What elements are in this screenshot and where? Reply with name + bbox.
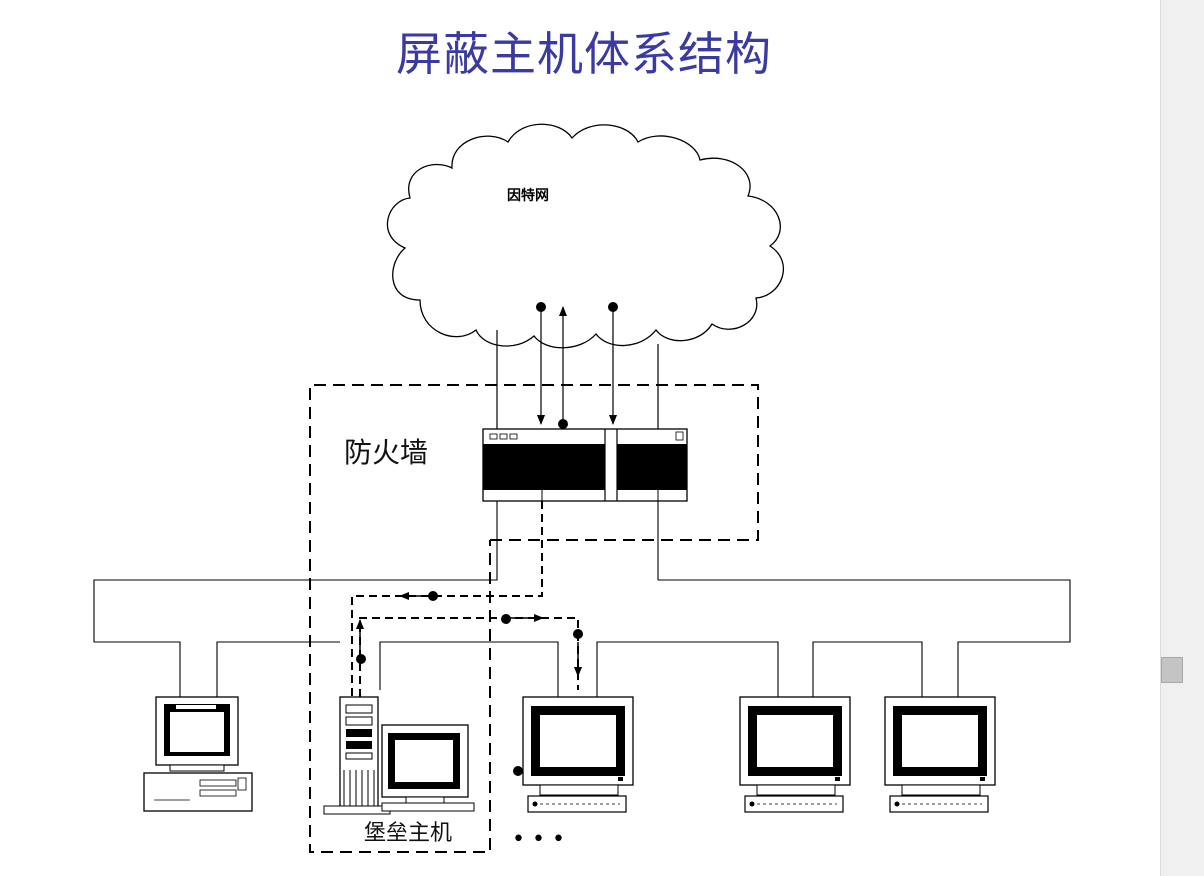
bastion-path <box>351 501 579 697</box>
bastion-path-arrows <box>356 592 582 677</box>
crt-monitor-icon <box>522 696 634 813</box>
bastion-host-label: 堡垒主机 <box>364 821 452 846</box>
lan-cabling <box>93 501 1071 697</box>
slide-canvas: 屏蔽主机体系结构 因特网 防火墙 <box>93 27 1071 853</box>
internet-cloud: 因特网 <box>386 123 785 349</box>
crt-monitor-icon <box>739 696 851 813</box>
cloud-links <box>496 306 659 432</box>
internet-label: 因特网 <box>507 187 549 204</box>
crt-monitor-icon <box>381 724 475 812</box>
scrollbar-thumb[interactable] <box>1161 657 1183 683</box>
desktop-pc-icon <box>143 696 253 812</box>
router-icon <box>482 428 688 502</box>
ellipsis-label: • • • <box>512 827 565 852</box>
firewall-boundary <box>309 384 759 853</box>
network-diagram: 因特网 防火墙 <box>93 123 1071 853</box>
slide-title: 屏蔽主机体系结构 <box>396 27 772 81</box>
tower-server-icon <box>323 696 391 815</box>
ellipsis-dot <box>513 766 523 776</box>
crt-monitor-icon <box>884 696 996 813</box>
packet-dots-top <box>536 302 618 429</box>
firewall-label: 防火墙 <box>344 436 428 469</box>
scrollbar-track[interactable] <box>1160 0 1204 876</box>
packet-dots-lan <box>356 591 583 664</box>
